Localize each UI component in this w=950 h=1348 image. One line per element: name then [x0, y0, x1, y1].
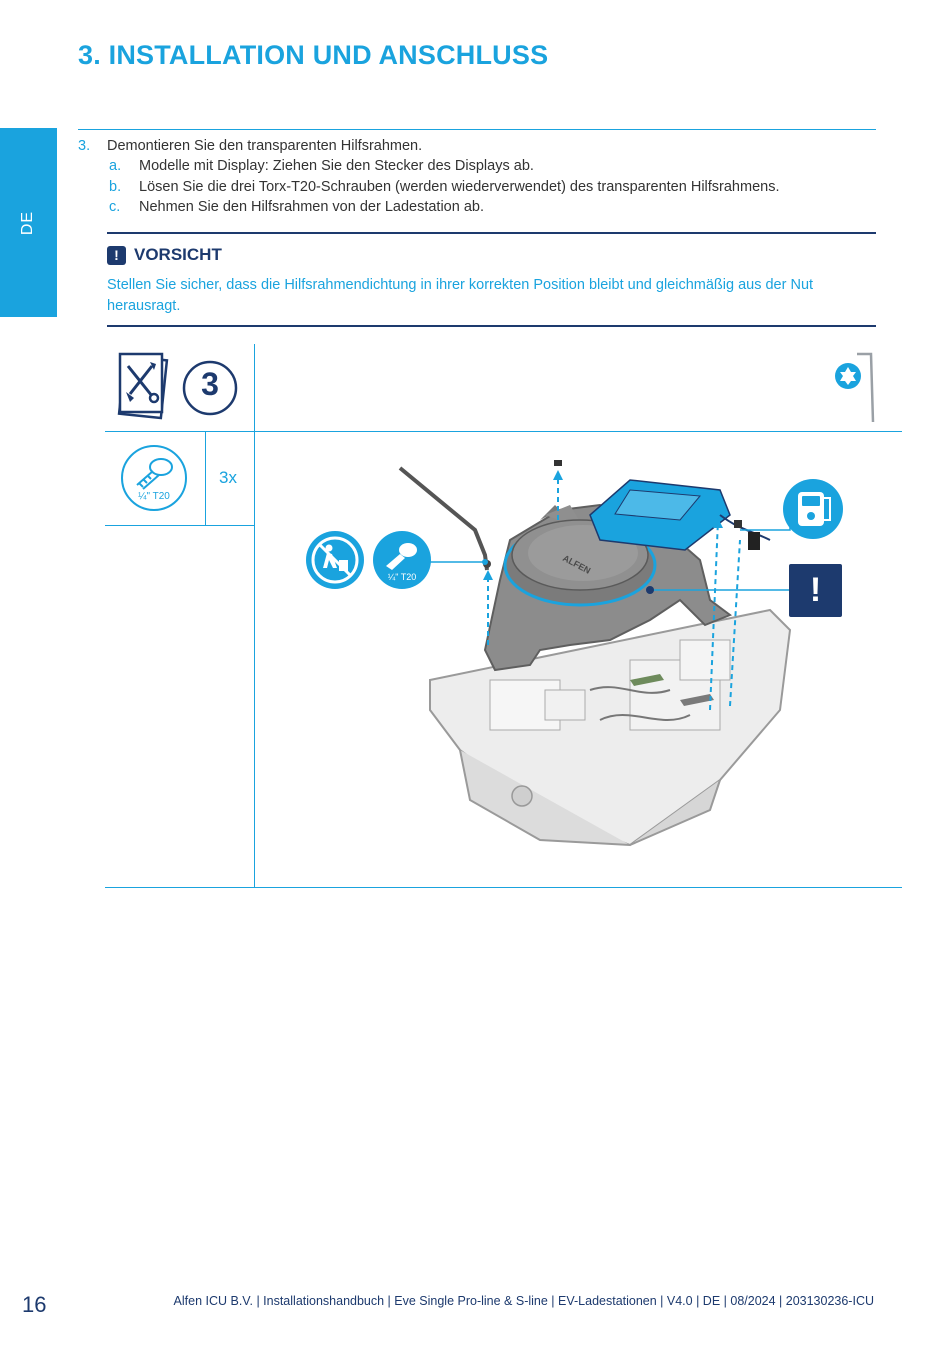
substep-text: Modelle mit Display: Ziehen Sie den Stec… [139, 158, 534, 174]
language-tab-label: DE [19, 210, 37, 235]
grid-parts-rule [105, 525, 255, 526]
step-number: 3. [78, 138, 91, 154]
callout-screw-label: ¼" T20 [387, 572, 417, 582]
screw-size-label: ¼" T20 [138, 491, 170, 502]
caution-bottom-rule [107, 325, 876, 327]
substep-b: b. Lösen Sie die drei Torx-T20-Schrauben… [78, 177, 878, 197]
caution-heading: ! VORSICHT [107, 245, 222, 265]
page-title: 3. INSTALLATION UND ANSCHLUSS [78, 40, 549, 70]
no-disposal-icon [306, 531, 364, 589]
section-rule [78, 129, 876, 130]
grid-divider-vertical [254, 344, 255, 888]
grid-divider-parts [205, 431, 206, 526]
caution-icon: ! [107, 245, 126, 265]
step-text: Demontieren Sie den transparenten Hilfsr… [107, 138, 423, 154]
display-icon [783, 479, 843, 539]
grid-bottom-rule [105, 887, 902, 888]
substep-text: Nehmen Sie den Hilfsrahmen von der Lades… [139, 199, 484, 215]
step-badge-number: 3 [201, 366, 219, 402]
grid-header-rule [105, 431, 902, 432]
callout-screw-icon [373, 531, 431, 589]
substep-label: a. [109, 158, 122, 174]
page-number: 16 [22, 1292, 47, 1317]
substep-a: a. Modelle mit Display: Ziehen Sie den S… [78, 156, 878, 176]
language-tab: DE [0, 128, 57, 317]
charging-station-illustration: ALFEN [398, 460, 792, 847]
substep-c: c. Nehmen Sie den Hilfsrahmen von der La… [78, 197, 878, 217]
tools-icon [117, 352, 169, 420]
step-3: 3. Demontieren Sie den transparenten Hil… [78, 136, 878, 156]
warning-icon: ! [789, 564, 842, 617]
parts-count: 3x [219, 468, 237, 487]
step-badge [182, 360, 238, 416]
substep-text: Lösen Sie die drei Torx-T20-Schrauben (w… [139, 179, 780, 195]
torx-screw-icon [121, 445, 187, 511]
caution-title: VORSICHT [134, 245, 222, 264]
torx-key-icon [835, 352, 875, 423]
footer-text: Alfen ICU B.V. | Installationshandbuch |… [173, 1294, 874, 1308]
substep-label: b. [109, 179, 122, 195]
substep-label: c. [109, 199, 121, 215]
caution-top-rule [107, 232, 876, 234]
caution-text: Stellen Sie sicher, dass die Hilfsrahmen… [107, 277, 814, 314]
